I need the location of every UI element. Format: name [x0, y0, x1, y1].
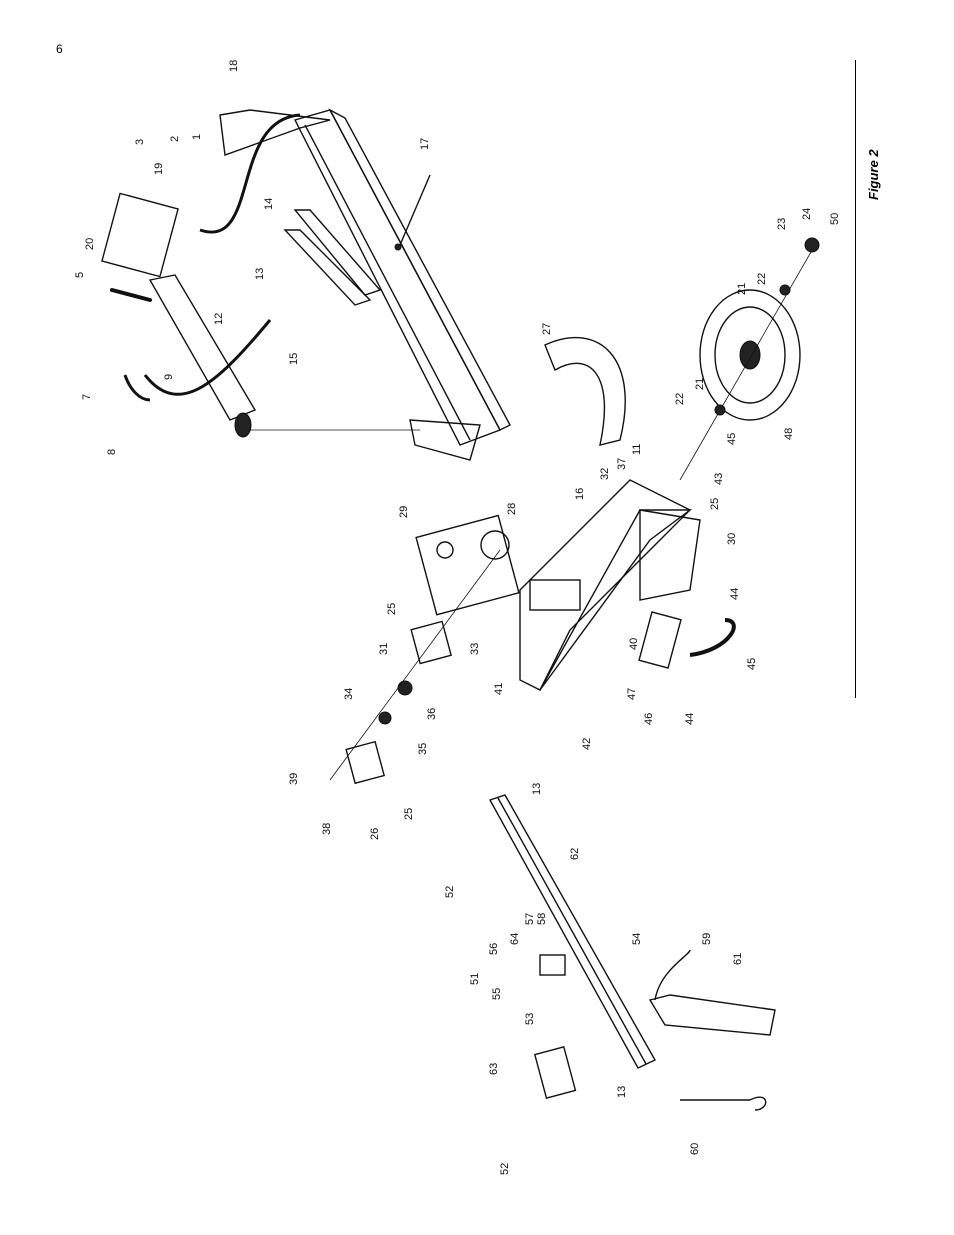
callout-label: 45 — [726, 433, 738, 445]
callout-label: 16 — [574, 488, 586, 500]
callout-label: 20 — [84, 238, 96, 250]
callout-label: 44 — [729, 588, 741, 600]
callout-label: 8 — [106, 449, 118, 455]
callout-label: 29 — [398, 506, 410, 518]
callout-label: 32 — [599, 468, 611, 480]
callout-label: 59 — [701, 933, 713, 945]
callout-label: 25 — [709, 498, 721, 510]
callout-label: 47 — [626, 688, 638, 700]
callout-label: 25 — [403, 808, 415, 820]
callout-label: 9 — [163, 374, 175, 380]
callout-label: 22 — [756, 273, 768, 285]
callout-label: 28 — [506, 503, 518, 515]
callout-label: 42 — [581, 738, 593, 750]
callout-label: 44 — [684, 713, 696, 725]
callout-label: 13 — [616, 1086, 628, 1098]
callout-label: 31 — [378, 643, 390, 655]
tongue-assembly — [488, 794, 776, 1111]
callout-label: 62 — [569, 848, 581, 860]
callout-label: 13 — [254, 268, 266, 280]
callout-label: 38 — [321, 823, 333, 835]
callout-label: 57 — [524, 913, 536, 925]
callout-label: 43 — [713, 473, 725, 485]
callout-label: 27 — [541, 323, 553, 335]
callout-label: 5 — [74, 272, 86, 278]
callout-label: 58 — [536, 913, 548, 925]
callout-label: 21 — [736, 283, 748, 295]
beam-assembly — [101, 108, 511, 461]
callout-label: 33 — [469, 643, 481, 655]
callout-label: 11 — [631, 444, 643, 455]
callout-label: 17 — [419, 138, 431, 150]
callout-label: 23 — [776, 218, 788, 230]
callout-label: 51 — [469, 973, 481, 985]
callout-label: 41 — [493, 683, 505, 695]
callout-label: 1 — [191, 134, 203, 140]
callout-label: 12 — [213, 313, 225, 325]
callout-label: 19 — [153, 163, 165, 175]
callout-label: 7 — [81, 394, 93, 400]
callout-label: 36 — [426, 708, 438, 720]
callout-label: 55 — [491, 988, 503, 1000]
callout-label: 54 — [631, 933, 643, 945]
callout-label: 18 — [228, 60, 240, 72]
callout-label: 14 — [263, 198, 275, 210]
callout-label: 21 — [694, 378, 706, 390]
callout-label: 40 — [628, 638, 640, 650]
callout-label: 2 — [169, 136, 181, 142]
callout-label: 45 — [746, 658, 758, 670]
callout-label: 24 — [801, 208, 813, 220]
callout-label: 35 — [417, 743, 429, 755]
callout-label: 13 — [531, 783, 543, 795]
callout-label: 37 — [616, 458, 628, 470]
callout-label: 22 — [674, 393, 686, 405]
callout-label: 39 — [288, 773, 300, 785]
callout-label: 53 — [524, 1013, 536, 1025]
callout-label: 34 — [343, 688, 355, 700]
page-number: 6 — [56, 42, 63, 56]
callout-label: 60 — [689, 1143, 701, 1155]
callout-label: 3 — [134, 139, 146, 145]
callout-label: 63 — [488, 1063, 500, 1075]
callout-label: 15 — [288, 353, 300, 365]
wheel-assembly — [544, 237, 820, 481]
callout-label: 30 — [726, 533, 738, 545]
callout-label: 61 — [732, 953, 744, 965]
callout-label: 56 — [488, 943, 500, 955]
caption-rule — [855, 60, 856, 698]
callout-label: 64 — [509, 933, 521, 945]
callout-label: 46 — [643, 713, 655, 725]
callout-label: 25 — [386, 603, 398, 615]
callout-label: 50 — [829, 213, 841, 225]
callout-label: 52 — [499, 1163, 511, 1175]
callout-label: 52 — [444, 886, 456, 898]
engine-frame-assembly — [329, 479, 736, 785]
callout-label: 26 — [369, 828, 381, 840]
callout-labels: 1 2 3 19 20 5 7 8 9 12 13 14 17 18 15 29… — [74, 60, 841, 1175]
callout-label: 48 — [783, 428, 795, 440]
